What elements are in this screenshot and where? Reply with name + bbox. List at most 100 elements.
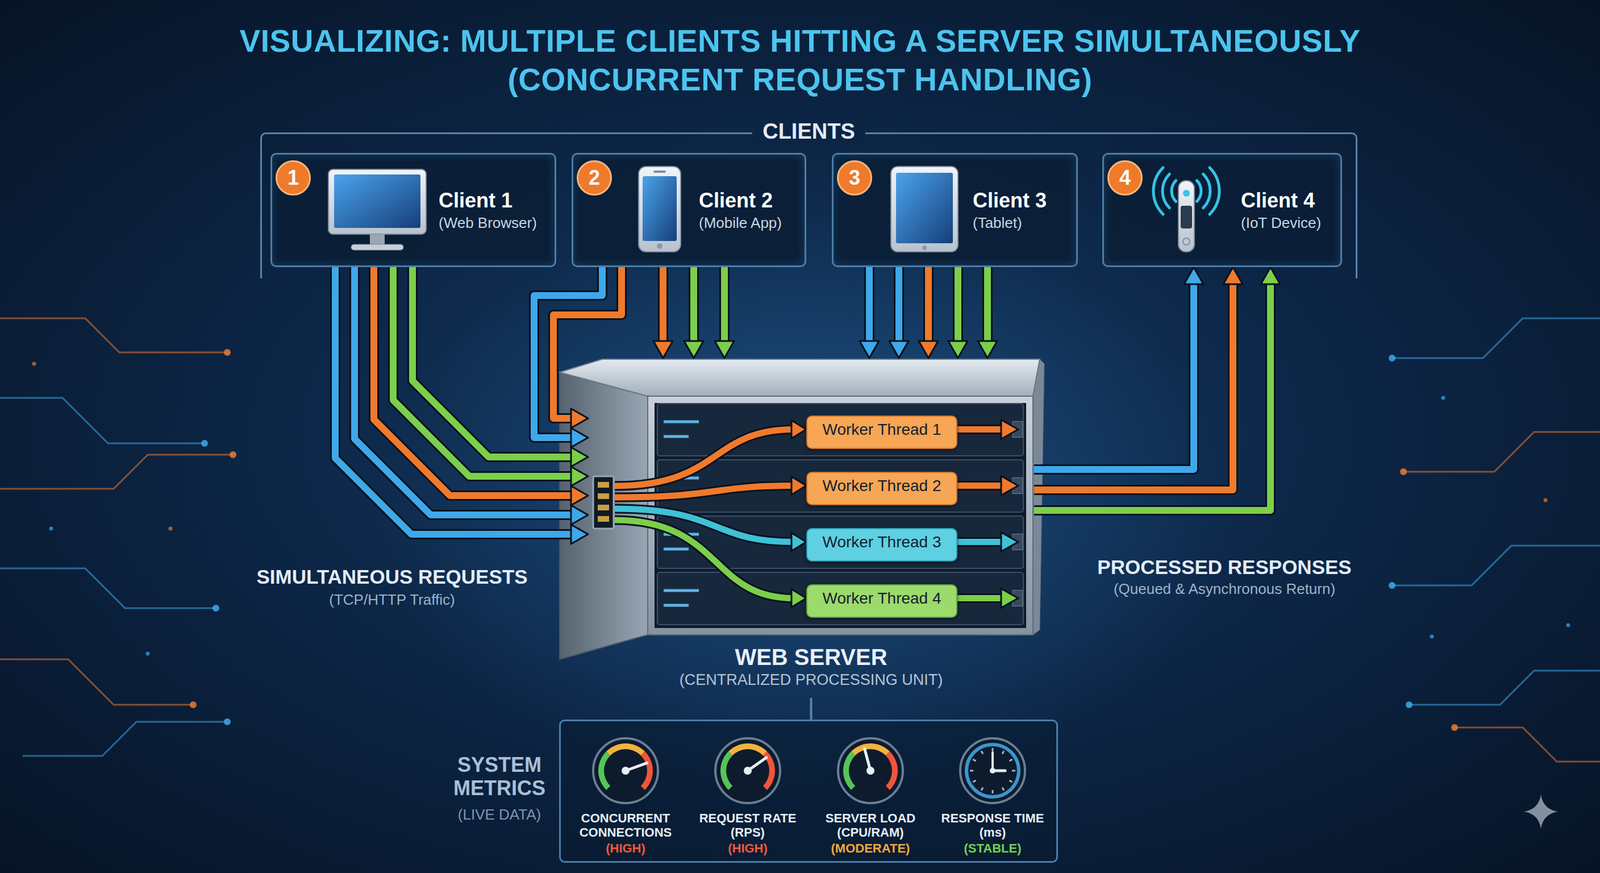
- trace-node: [223, 718, 231, 725]
- arrow-head: [653, 340, 673, 358]
- text-slot: SYSTEM METRICS: [445, 752, 554, 800]
- circuit-trace: [0, 568, 216, 608]
- text-slot: Worker Thread 2: [807, 472, 957, 499]
- thread-dispatch: [614, 519, 794, 599]
- trace-node: [1451, 723, 1458, 731]
- gauge-dial: [960, 738, 1025, 803]
- output-head: [1001, 419, 1019, 440]
- watermark-sparkle: [1523, 794, 1558, 829]
- text-slot: 2: [578, 161, 611, 194]
- clock-tick: [969, 769, 974, 772]
- gauge-face: [593, 738, 658, 803]
- arrow-shaft: [690, 267, 698, 344]
- text-slot: (HIGH): [564, 840, 687, 856]
- worker-thread: Worker Thread 2: [806, 471, 958, 506]
- client-name: Client 3: [972, 188, 1047, 212]
- arrow-head: [918, 340, 939, 358]
- text-slot: RESPONSE TIME (ms): [931, 810, 1054, 840]
- traffic-arrow: [918, 267, 939, 358]
- server-subheading: (CENTRALIZED PROCESSING UNIT): [679, 671, 944, 689]
- arrow-shaft: [553, 267, 622, 419]
- text-slot: (HIGH): [686, 840, 809, 856]
- flow-subheading: (Queued & Asynchronous Return): [1113, 580, 1336, 598]
- gauge-hub: [743, 766, 752, 775]
- arrow-head: [948, 340, 968, 358]
- iot-led: [1182, 189, 1190, 197]
- clock-tick: [972, 780, 976, 782]
- clock-tick: [1002, 750, 1004, 754]
- clock-tick: [1002, 786, 1004, 790]
- callout-number: 3: [848, 161, 861, 194]
- thread-dispatch-outline: [614, 485, 794, 498]
- arrow-head: [684, 340, 704, 358]
- signal-wave: [1153, 167, 1164, 215]
- client-name: Client 2: [698, 188, 773, 212]
- metric-gauge: SERVER LOAD (CPU/RAM)(MODERATE): [809, 738, 932, 857]
- traffic-arrow: [1034, 267, 1281, 511]
- arrow-shaft: [895, 267, 903, 344]
- arrow-shaft: [1034, 281, 1233, 490]
- circuit-trace: [0, 318, 228, 353]
- output-head: [1001, 588, 1019, 608]
- circuit-trace: [1454, 727, 1600, 762]
- rack-indicator: [663, 476, 699, 480]
- arrow-outline: [1034, 281, 1271, 511]
- rack-indicator: [663, 589, 699, 593]
- group-heading: CLIENTS: [752, 119, 866, 145]
- metric-gauge: CONCURRENT CONNECTIONS(HIGH): [564, 738, 687, 857]
- clock-tick: [1009, 759, 1012, 761]
- arrow-shaft: [954, 267, 962, 344]
- arrow-shaft: [354, 267, 574, 515]
- traffic-arrow: [393, 267, 589, 486]
- trace-dot: [32, 361, 37, 366]
- trace-node: [201, 439, 208, 447]
- metric-status: (STABLE): [963, 840, 1022, 856]
- gauge-arc: [606, 743, 645, 756]
- callout-badge: 4: [1107, 160, 1143, 196]
- clock-tick: [981, 786, 983, 790]
- callout-badge: 2: [576, 160, 612, 196]
- traffic-arrow: [684, 267, 704, 358]
- client-kind: (Web Browser): [438, 214, 537, 232]
- callout-number: 2: [588, 161, 600, 194]
- gauge-dial: [715, 738, 781, 803]
- metric-name: SERVER LOAD (CPU/RAM): [809, 810, 932, 840]
- traffic-arrow: [714, 267, 735, 358]
- text-slot: (CENTRALIZED PROCESSING UNIT): [588, 671, 1035, 689]
- clock-hub: [989, 767, 996, 774]
- client-kind: (IoT Device): [1240, 214, 1322, 232]
- traffic-arrow: [948, 267, 968, 358]
- clock-tick: [1011, 769, 1016, 772]
- trace-node: [189, 701, 197, 708]
- text-slot: (STABLE): [931, 840, 1054, 856]
- rack-indicator: [663, 603, 689, 607]
- worker-thread: Worker Thread 1: [806, 415, 958, 449]
- metrics-panel: CONCURRENT CONNECTIONS(HIGH)REQUEST RATE…: [559, 719, 1058, 863]
- traffic-arrow: [977, 267, 998, 358]
- clock-tick: [981, 750, 983, 754]
- client-box: 1Client 1(Web Browser): [270, 152, 557, 268]
- arrow-shaft: [412, 267, 574, 457]
- arrow-outline: [688, 267, 699, 344]
- traffic-arrow: [412, 267, 589, 467]
- rack-indicator: [663, 491, 689, 495]
- tablet-screen: [896, 172, 953, 244]
- rack-slot: [1012, 421, 1023, 438]
- traffic-arrow: [335, 267, 589, 544]
- trace-node: [1388, 354, 1396, 362]
- arrow-outline: [1034, 281, 1194, 470]
- arrow-outline: [373, 267, 574, 496]
- server-edge: [1032, 359, 1045, 635]
- text-slot: (LIVE DATA): [445, 806, 554, 824]
- text-slot: Worker Thread 3: [807, 528, 957, 555]
- client-name: Client 1: [438, 188, 513, 212]
- arrow-outline: [657, 267, 669, 344]
- client-box: 2Client 2(Mobile App): [571, 152, 807, 268]
- arrow-head: [1260, 267, 1281, 285]
- gauge-dial: [838, 738, 903, 803]
- trace-dot: [168, 526, 173, 531]
- traffic-arrow: [553, 267, 622, 428]
- arrow-shaft: [1034, 281, 1194, 470]
- gauge-face: [838, 738, 903, 803]
- port-pin: [597, 504, 610, 511]
